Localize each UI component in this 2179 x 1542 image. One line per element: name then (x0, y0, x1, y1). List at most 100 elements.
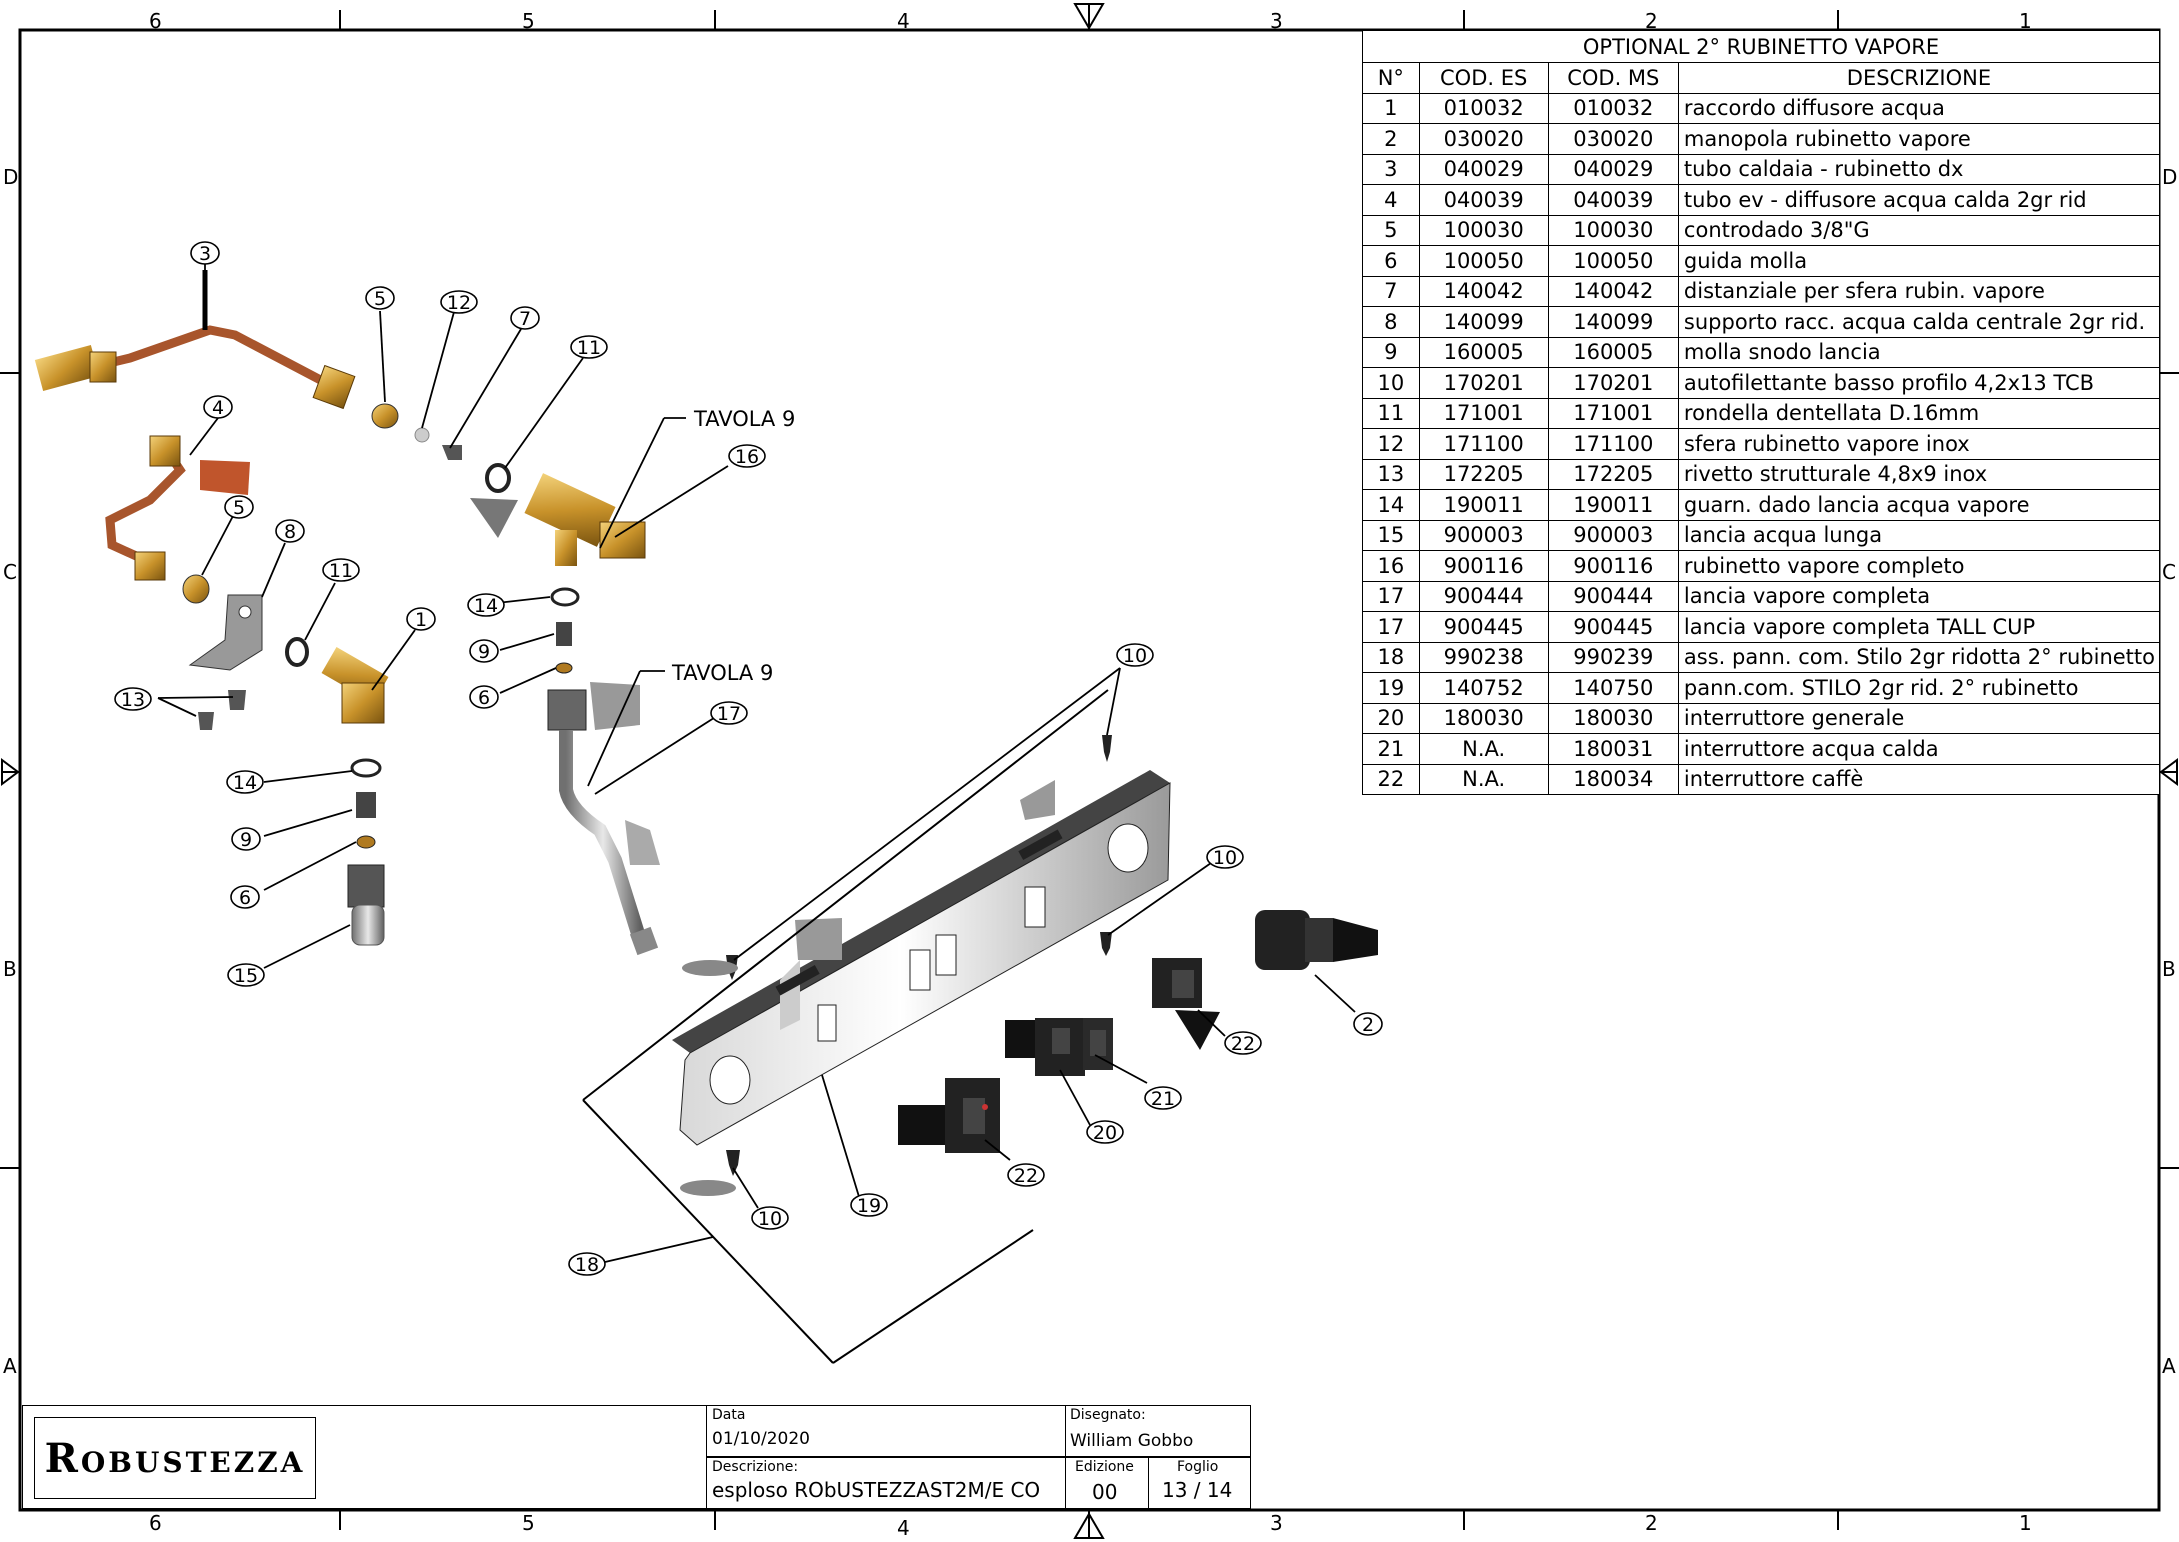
row-cod-ms: 140750 (1547, 672, 1679, 704)
svg-text:18: 18 (575, 1254, 599, 1276)
row-descrizione: lancia vapore completa TALL CUP (1677, 611, 2161, 643)
callout-17: 17 (710, 701, 748, 725)
part-1-elbow (321, 647, 389, 724)
row-cod-ms: 171100 (1547, 428, 1679, 460)
row-number: 1 (1362, 92, 1420, 124)
callout-9: 9 (231, 827, 261, 851)
row-cod-es: 100050 (1418, 245, 1549, 277)
row-cod-ms: 990239 (1547, 641, 1679, 673)
row-cod-es: 040039 (1418, 184, 1549, 216)
disegnato-value: William Gobbo (1070, 1431, 1194, 1451)
centering-marks (1, 3, 2178, 1539)
svg-text:9: 9 (240, 829, 252, 851)
callout-6: 6 (230, 885, 260, 909)
svg-text:13: 13 (121, 689, 145, 711)
part-9-spring (556, 622, 572, 646)
row-number: 4 (1362, 184, 1420, 216)
descrizione-value: esploso RObUSTEZZAST2M/E CO (712, 1478, 1041, 1502)
row-descrizione: lancia acqua lunga (1677, 519, 2161, 551)
row-descrizione: interruttore generale (1677, 702, 2161, 734)
callout-11: 11 (570, 335, 608, 359)
row-number: 10 (1362, 367, 1420, 399)
svg-text:15: 15 (234, 965, 258, 987)
callout-10: 10 (1116, 643, 1154, 667)
svg-text:8: 8 (284, 521, 296, 543)
row-number: 21 (1362, 733, 1420, 765)
row-descrizione: rubinetto vapore completo (1677, 550, 2161, 582)
row-descrizione: molla snodo lancia (1677, 336, 2161, 368)
row-cod-ms: 190011 (1547, 489, 1679, 521)
svg-text:21: 21 (1151, 1088, 1175, 1110)
part-11-washer (485, 463, 511, 493)
callout-11: 11 (322, 558, 360, 582)
row-cod-ms: 100050 (1547, 245, 1679, 277)
row-cod-es: 140752 (1418, 672, 1549, 704)
zone-row-c-right: C (2162, 560, 2176, 584)
callout-19: 19 (850, 1193, 888, 1217)
svg-text:9: 9 (478, 641, 490, 663)
parts-table: OPTIONAL 2° RUBINETTO VAPORE N° COD. ES … (1362, 30, 2161, 795)
zone-col-4-top: 4 (897, 9, 910, 33)
row-number: 20 (1362, 702, 1420, 734)
edizione-label: Edizione (1075, 1459, 1134, 1475)
zone-row-a-right: A (2162, 1354, 2176, 1378)
zone-ticks (0, 10, 2179, 1530)
callout-2: 2 (1353, 1012, 1383, 1036)
callout-13: 13 (114, 687, 152, 711)
svg-text:4: 4 (212, 397, 224, 419)
zone-col-1-bottom: 1 (2019, 1511, 2032, 1535)
part-7-spacer (442, 445, 462, 460)
svg-text:11: 11 (577, 337, 601, 359)
callout-10: 10 (751, 1206, 789, 1230)
row-descrizione: supporto racc. acqua calda centrale 2gr … (1677, 306, 2161, 338)
ref-label-tavola-9-lower: TAVOLA 9 (671, 661, 773, 685)
foglio-label: Foglio (1177, 1459, 1219, 1475)
zone-row-c-left: C (3, 560, 17, 584)
row-descrizione: distanziale per sfera rubin. vapore (1677, 275, 2161, 307)
zone-row-b-left: B (3, 957, 17, 981)
part-4-tube (105, 435, 250, 581)
row-cod-es: 172205 (1418, 458, 1549, 490)
callout-12: 12 (440, 290, 478, 314)
row-cod-ms: 100030 (1547, 214, 1679, 246)
row-descrizione: pann.com. STILO 2gr rid. 2° rubinetto (1677, 672, 2161, 704)
logo-text: Robustezza (44, 1434, 306, 1482)
svg-text:14: 14 (233, 772, 257, 794)
zone-col-6-bottom: 6 (149, 1511, 162, 1535)
svg-text:20: 20 (1093, 1122, 1117, 1144)
row-cod-ms: 140099 (1547, 306, 1679, 338)
row-number: 16 (1362, 550, 1420, 582)
callout-5: 5 (224, 495, 254, 519)
row-cod-ms: 171001 (1547, 397, 1679, 429)
part-17-steam-lance (547, 682, 660, 956)
row-cod-es: 900444 (1418, 580, 1549, 612)
row-cod-ms: 040039 (1547, 184, 1679, 216)
row-number: 12 (1362, 428, 1420, 460)
zone-col-1-top: 1 (2019, 9, 2032, 33)
zone-col-3-bottom: 3 (1270, 1511, 1283, 1535)
callout-20: 20 (1086, 1120, 1124, 1144)
row-cod-ms: 180034 (1547, 763, 1679, 795)
col-header-descrizione: DESCRIZIONE (1677, 62, 2161, 94)
callout-14: 14 (226, 770, 264, 794)
row-cod-ms: 160005 (1547, 336, 1679, 368)
zone-col-2-bottom: 2 (1645, 1511, 1658, 1535)
callout-22: 22 (1007, 1163, 1045, 1187)
